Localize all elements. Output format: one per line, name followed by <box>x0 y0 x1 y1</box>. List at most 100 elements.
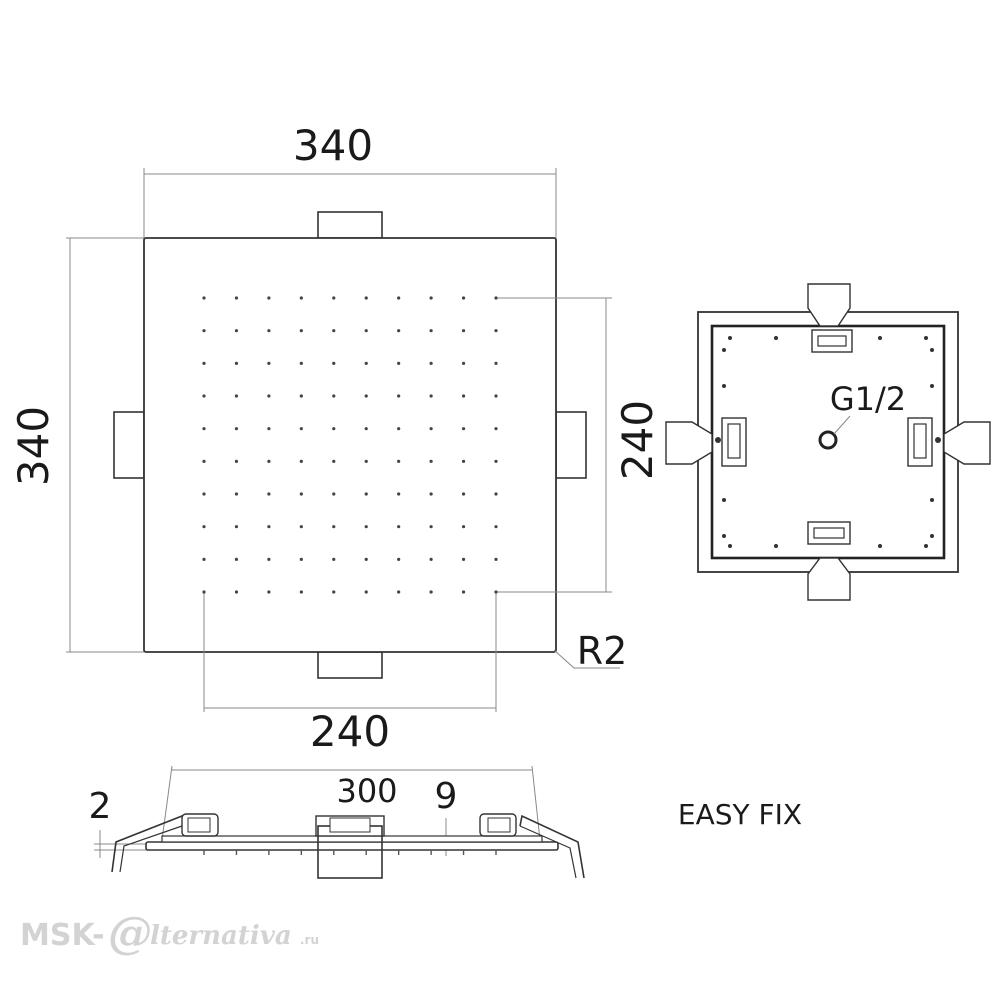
nozzle-dot <box>202 590 206 594</box>
nozzle-dot <box>429 557 433 561</box>
dim-height-label: 340 <box>9 406 58 486</box>
nozzle-dot <box>494 329 498 333</box>
side-plate <box>145 841 559 851</box>
screw-dot <box>774 336 778 340</box>
nozzle-dot <box>397 394 401 398</box>
nozzle-dot <box>267 329 271 333</box>
back-view: G1/2 <box>665 283 991 601</box>
nozzle-dot <box>461 492 466 496</box>
nozzle-dot <box>202 525 206 529</box>
nozzle-dot <box>332 427 336 431</box>
easy-fix-caption: EASY FIX <box>678 798 802 831</box>
nozzle-dot <box>299 329 303 333</box>
bracket-right <box>519 814 585 879</box>
nozzle-dot <box>299 590 303 594</box>
screw-dot <box>722 348 726 352</box>
nozzle-dot <box>202 557 206 561</box>
nozzle-dot <box>332 361 336 365</box>
watermark-suffix: lternativa <box>150 921 292 951</box>
nozzle-dot <box>397 525 401 529</box>
nozzle-dot <box>202 492 206 496</box>
dim-thickness-label: 2 <box>89 786 112 827</box>
clip-left <box>665 417 747 467</box>
nozzle-dot <box>267 525 271 529</box>
nozzle-dot <box>364 525 368 529</box>
nozzle-dot <box>364 557 368 561</box>
side-view: 300 2 9 EASY FIX <box>89 765 802 879</box>
clip-top <box>807 283 853 353</box>
nozzle-dot <box>364 329 368 333</box>
nozzle-dot <box>364 427 368 431</box>
clip-bottom <box>807 521 851 601</box>
clip-right <box>907 417 991 467</box>
nozzle-dot <box>461 361 466 365</box>
nozzle-dot <box>234 296 239 300</box>
nozzle-dot <box>234 590 239 594</box>
nozzle-dot <box>234 525 239 529</box>
nozzle-dot <box>332 459 336 463</box>
nozzle-dot <box>429 590 433 594</box>
nozzle-dot <box>429 459 433 463</box>
nozzle-dot <box>202 394 206 398</box>
nozzle-dot <box>332 590 336 594</box>
nozzle-dot <box>267 394 271 398</box>
watermark-at: @ <box>108 908 152 959</box>
dim-nozzle-width-label: 240 <box>310 707 390 756</box>
nozzle-dot <box>267 361 271 365</box>
dim-height: 340 <box>9 237 144 653</box>
nozzle-dot <box>364 361 368 365</box>
top-view: 340 340 240 240 <box>9 121 662 756</box>
dim-nozzle-width: 240 <box>203 592 497 756</box>
screw-dot <box>722 498 726 502</box>
nozzle-dot <box>202 329 206 333</box>
nozzle-dot <box>299 361 303 365</box>
shower-plate <box>143 237 557 653</box>
nozzle-dot <box>397 329 401 333</box>
nozzle-dot <box>494 427 498 431</box>
dim-nozzle-height-label: 240 <box>613 400 662 480</box>
nozzle-dot <box>494 492 498 496</box>
thread-label: G1/2 <box>830 380 906 418</box>
nozzle-dot <box>429 525 433 529</box>
tab-bottom <box>317 651 383 679</box>
nozzle-dot <box>332 525 336 529</box>
tab-right <box>555 411 587 479</box>
nozzle-dot <box>267 492 271 496</box>
nozzle-dot <box>267 296 271 300</box>
nozzle-dot <box>397 427 401 431</box>
nozzle-dot <box>461 525 466 529</box>
nozzle-dot <box>429 361 433 365</box>
nozzle-dot <box>202 427 206 431</box>
nozzle-dot <box>267 590 271 594</box>
nozzle-dot <box>234 427 239 431</box>
screw-dot <box>930 384 934 388</box>
nozzle-dot <box>299 459 303 463</box>
nozzle-dot <box>461 427 466 431</box>
water-inlet: G1/2 <box>818 380 906 450</box>
nozzle-dot <box>494 394 498 398</box>
nozzle-dot <box>494 459 498 463</box>
nozzle-dot <box>461 459 466 463</box>
nozzle-dot <box>202 459 206 463</box>
nozzle-dot <box>494 361 498 365</box>
dim-nozzle-height: 240 <box>496 297 662 593</box>
nozzle-dot <box>332 394 336 398</box>
nozzle-dot <box>461 329 466 333</box>
nozzle-dot <box>332 329 336 333</box>
nozzle-dot <box>267 459 271 463</box>
radius-callout: R2 <box>553 629 627 673</box>
nozzle-dot <box>364 590 368 594</box>
nozzle-dot <box>364 394 368 398</box>
nozzle-dot <box>234 557 239 561</box>
watermark-prefix: MSK- <box>20 918 105 953</box>
side-clip-right <box>479 813 517 837</box>
nozzle-dot <box>332 296 336 300</box>
screw-dot <box>878 336 882 340</box>
nozzle-dot <box>299 394 303 398</box>
side-clip-left <box>181 813 219 837</box>
nozzle-dot <box>429 492 433 496</box>
nozzle-dot <box>364 459 368 463</box>
nozzle-dot <box>267 427 271 431</box>
nozzle-dot <box>299 296 303 300</box>
